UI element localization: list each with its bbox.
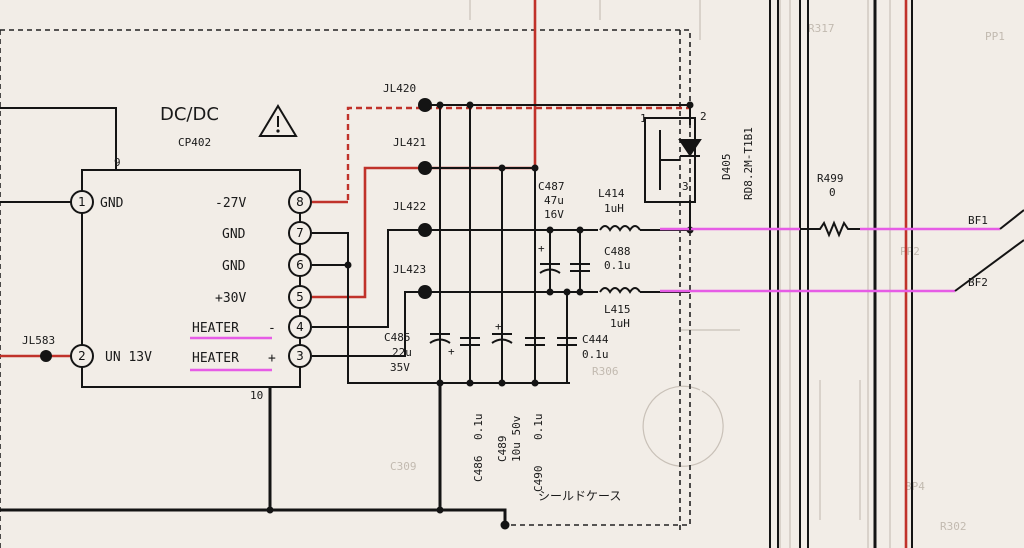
- c487-value: 47u: [544, 194, 564, 207]
- c487-voltage: 16V: [544, 208, 564, 221]
- svg-text:+: +: [538, 242, 545, 255]
- svg-text:+: +: [448, 345, 455, 358]
- output-bf2: BF2: [968, 276, 988, 289]
- r499-value: 0: [829, 186, 836, 199]
- pin-4: 4: [288, 315, 312, 339]
- pin-3: 3: [288, 344, 312, 368]
- pin-4-label: HEATER: [192, 321, 239, 336]
- jl583-label: JL583: [22, 334, 55, 347]
- c486-value: 0.1u: [472, 414, 485, 441]
- svg-text:PP1: PP1: [985, 30, 1005, 43]
- pin-3-sign: +: [268, 351, 276, 366]
- svg-text:1: 1: [78, 195, 86, 209]
- module-corner-bottom: 10: [250, 389, 263, 402]
- pin-6-label: GND: [222, 259, 246, 274]
- l414-value: 1uH: [604, 202, 624, 215]
- svg-text:R302: R302: [940, 520, 967, 533]
- module-corner-top: 9: [114, 156, 121, 169]
- svg-text:4: 4: [296, 320, 304, 334]
- svg-text:BP4: BP4: [905, 480, 925, 493]
- pin-8-label: -27V: [215, 196, 246, 211]
- wire-heater-plus: [312, 291, 420, 357]
- svg-text:6: 6: [296, 258, 304, 272]
- trace-minus27v-dashed: [346, 106, 690, 200]
- d405-pin-2: 2: [700, 110, 707, 123]
- svg-text:R306: R306: [592, 365, 619, 378]
- pin-1-label: GND: [100, 196, 124, 211]
- jl421-node: [418, 161, 432, 175]
- svg-text:+: +: [495, 320, 502, 333]
- right-bus-lines: [769, 0, 913, 548]
- wire-gnd-left: [0, 107, 117, 203]
- pin-5: 5: [288, 285, 312, 309]
- c488-ref: C488: [604, 245, 631, 258]
- c485-voltage: 35V: [390, 361, 410, 374]
- svg-text:2: 2: [78, 349, 86, 363]
- d405-part: RD8.2M-T1B1: [742, 127, 755, 200]
- jl422-label: JL422: [393, 200, 426, 213]
- jl420-node: [418, 98, 432, 112]
- c444-ref: C444: [582, 333, 609, 346]
- pin-2: 2: [70, 344, 94, 368]
- module-title: DC/DC: [160, 104, 219, 125]
- pin-7-label: GND: [222, 227, 246, 242]
- svg-text:R317: R317: [808, 22, 835, 35]
- pin-7: 7: [288, 221, 312, 245]
- shield-label: シールドケース: [538, 489, 621, 503]
- l415-value: 1uH: [610, 317, 630, 330]
- svg-text:8: 8: [296, 195, 304, 209]
- c485-ref: C485: [384, 331, 411, 344]
- resistor-r499: [800, 220, 860, 238]
- svg-text:7: 7: [296, 226, 304, 240]
- diode-d405: [644, 105, 702, 230]
- c444-value: 0.1u: [582, 348, 609, 361]
- l414-ref: L414: [598, 187, 625, 200]
- jl421-label: JL421: [393, 136, 426, 149]
- output-bf1: BF1: [968, 214, 988, 227]
- wire-heater-minus: [312, 229, 420, 328]
- ground-bus: [0, 383, 507, 525]
- jl583-node: [40, 350, 52, 362]
- d405-pin-3: 3: [682, 180, 689, 193]
- pin-8: 8: [288, 190, 312, 214]
- shield-case-outline: [0, 29, 691, 530]
- dcdc-module-box: [81, 169, 301, 388]
- background-print-through: R317 PP1 R306 C309 PP2 R302 BP4: [390, 0, 1005, 548]
- c487-ref: C487: [538, 180, 565, 193]
- jl422-node: [418, 223, 432, 237]
- r499-ref: R499: [817, 172, 844, 185]
- svg-text:5: 5: [296, 290, 304, 304]
- svg-text:C309: C309: [390, 460, 417, 473]
- warning-icon: [258, 104, 298, 137]
- d405-ref: D405: [720, 154, 733, 181]
- pin-5-label: +30V: [215, 291, 246, 306]
- d405-pin-1: 1: [640, 112, 647, 125]
- module-ref: CP402: [178, 136, 211, 149]
- c490-value: 0.1u: [532, 414, 545, 441]
- jl423-label: JL423: [393, 263, 426, 276]
- c488-value: 0.1u: [604, 259, 631, 272]
- jl420-label: JL420: [383, 82, 416, 95]
- pin-3-label: HEATER: [192, 351, 239, 366]
- c486-ref: C486: [472, 456, 485, 483]
- cap-symbols: [429, 263, 590, 346]
- svg-text:3: 3: [296, 349, 304, 363]
- pin-4-sign: -: [268, 321, 276, 336]
- pin-1: 1: [70, 190, 94, 214]
- pin-6: 6: [288, 253, 312, 277]
- jl423-node: [418, 285, 432, 299]
- c489-ref: C489: [496, 436, 509, 463]
- c490-ref: C490: [532, 466, 545, 493]
- c489-value: 10u 50v: [510, 415, 523, 462]
- svg-text:PP2: PP2: [900, 245, 920, 258]
- wire-gnd-pins: [312, 232, 570, 384]
- l415-ref: L415: [604, 303, 631, 316]
- c485-value: 22u: [392, 346, 412, 359]
- pin-2-label: UN 13V: [105, 350, 152, 365]
